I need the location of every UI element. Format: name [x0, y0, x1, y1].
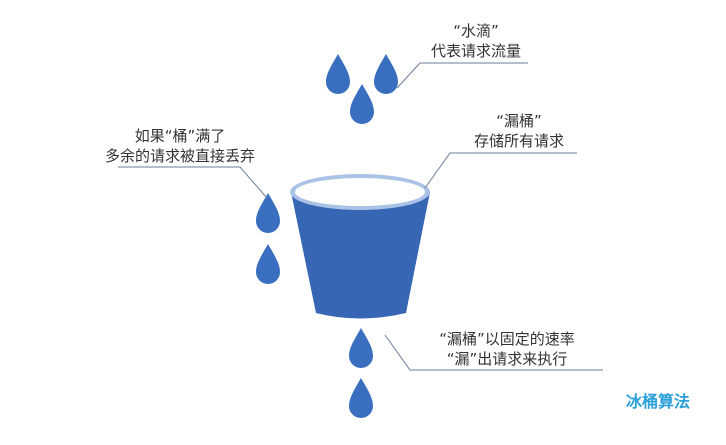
leak-pointer	[384, 334, 603, 371]
bucket-label-line1: “漏桶”	[496, 112, 542, 130]
overflow-label-line1: 如果“桶”满了	[134, 127, 226, 145]
overflow-label-line2: 多余的请求被直接丢弃	[104, 147, 255, 165]
bucket-opening	[295, 178, 425, 206]
bucket-label-line2: 存储所有请求	[473, 132, 564, 150]
water-drop-label: “水滴” 代表请求流量	[420, 21, 532, 61]
bucket-body	[291, 192, 430, 319]
diagram-caption: 冰桶算法	[626, 392, 691, 411]
water-drop	[256, 193, 280, 233]
leaking-drops	[349, 328, 373, 418]
water-drop	[350, 84, 374, 124]
overflow-pointer	[118, 166, 268, 199]
leak-label: “漏桶”以固定的速率 “漏”出请求来执行	[414, 329, 600, 369]
water-drop-pointer	[396, 62, 528, 89]
water-drop	[349, 378, 373, 418]
leak-label-line1: “漏桶”以固定的速率	[439, 330, 575, 348]
water-drop-label-line2: 代表请求流量	[430, 42, 521, 60]
water-drop	[374, 54, 398, 94]
water-drop	[349, 328, 373, 368]
bucket	[290, 174, 430, 319]
water-drop-label-line1: “水滴”	[453, 22, 499, 40]
leak-label-line2: “漏”出请求来执行	[446, 350, 568, 368]
water-drop	[326, 54, 350, 94]
bucket-pointer	[424, 152, 577, 189]
overflow-drops	[256, 193, 280, 284]
pointer-lines	[118, 62, 603, 371]
overflow-label: 如果“桶”满了 多余的请求被直接丢弃	[90, 126, 270, 166]
bucket-label: “漏桶” 存储所有请求	[460, 111, 578, 151]
incoming-drops	[326, 54, 398, 124]
water-drop	[256, 244, 280, 284]
